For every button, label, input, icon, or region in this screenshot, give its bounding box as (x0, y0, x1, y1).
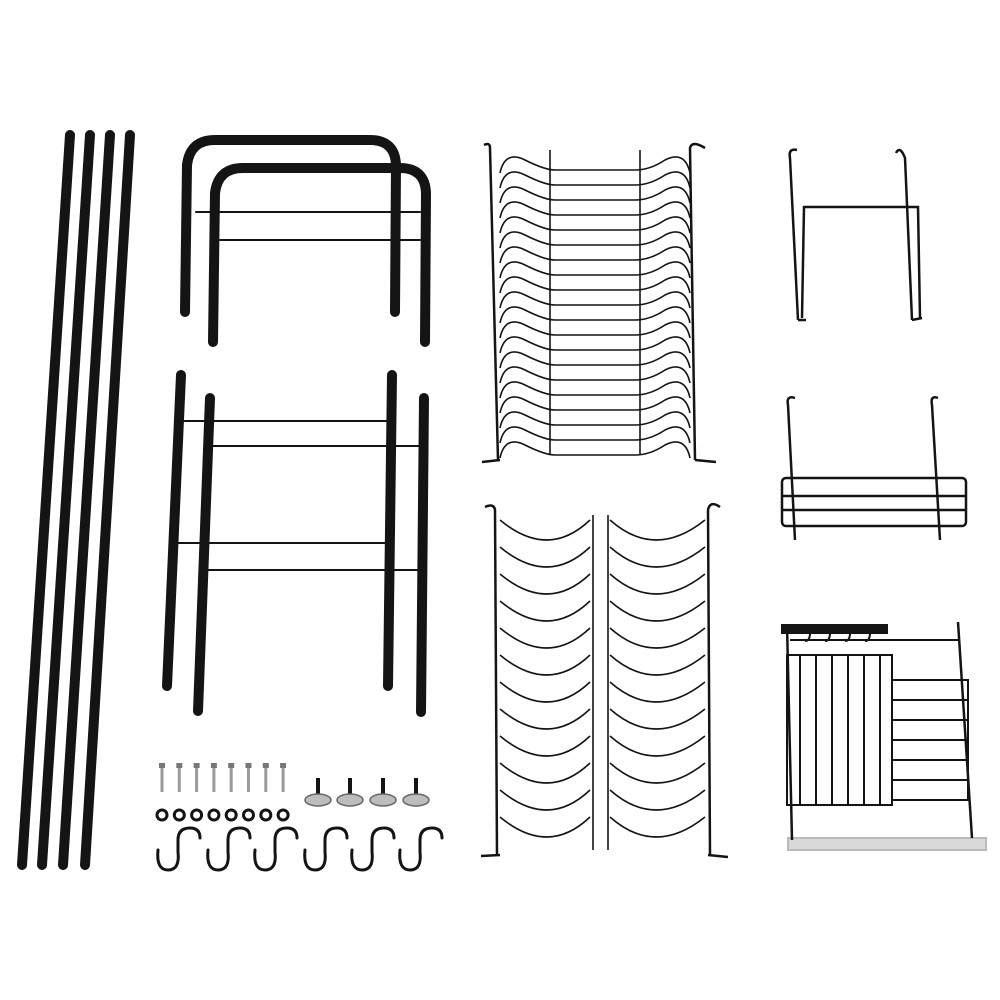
plate-rack-wire (499, 186, 691, 204)
u-frame-back (180, 135, 402, 317)
s-hook (303, 826, 349, 872)
leveling-foot (304, 793, 332, 807)
plate-rack-wire (499, 231, 691, 249)
plate-rack-wire (499, 681, 706, 703)
washer (242, 808, 255, 822)
rack-side-hook (481, 142, 501, 464)
plate-rack-wire (499, 336, 691, 354)
plate-rack-wire (499, 156, 691, 174)
rack-side-hook (688, 142, 717, 464)
plate-rack-wire (499, 276, 691, 294)
leveling-foot (369, 793, 397, 807)
utensil-hook (804, 632, 811, 642)
plate-rack-wire (499, 519, 706, 541)
washer (276, 808, 290, 822)
cup-hanger (788, 148, 923, 322)
plate-rack-wire (499, 654, 706, 676)
screw-head (159, 763, 165, 768)
plate-rack-wire (499, 381, 691, 399)
long-poles (17, 130, 135, 870)
utensil-holder (781, 621, 987, 851)
screw-head (245, 763, 252, 768)
s-hook (398, 826, 444, 872)
cutlery-basket (786, 654, 893, 806)
h-frame-post (383, 370, 397, 691)
plate-rack-wire (499, 396, 691, 414)
basket-hook (930, 396, 942, 541)
utensil-hook (844, 632, 851, 642)
u-frames (180, 135, 432, 347)
plate-rack-wire (499, 735, 706, 757)
utensil-hook (864, 632, 871, 642)
plate-rack-wire (499, 789, 706, 811)
leveling-foot (402, 793, 430, 807)
screw-head (280, 763, 287, 768)
washer (172, 808, 186, 822)
washer (207, 808, 221, 822)
screw-head (193, 763, 200, 768)
drip-tray (787, 837, 987, 851)
utensil-frame-post (956, 621, 974, 839)
hardware (155, 763, 444, 872)
screw-head (228, 763, 235, 768)
hanging-basket (780, 396, 968, 541)
plate-rack-wire (499, 573, 706, 595)
leveling-foot (336, 793, 364, 807)
plate-rack-wire (499, 201, 691, 219)
plate-rack-wire (499, 216, 691, 234)
u-frame-front (208, 163, 432, 347)
basket-body (780, 476, 968, 528)
rack-side-hook (480, 504, 501, 858)
cup-hanger-arm (788, 148, 806, 322)
plate-rack-wire (499, 411, 691, 429)
plate-rack-wire (499, 306, 691, 324)
plate-rack-wire (499, 261, 691, 279)
plate-rack-upper (481, 142, 717, 464)
washer (155, 808, 169, 822)
s-hook (253, 826, 299, 872)
h-frame-post (162, 370, 186, 691)
h-frame-post (416, 393, 429, 717)
cup-hanger-arm (894, 148, 923, 322)
plate-rack-wire (499, 600, 706, 622)
knife-rack (781, 624, 888, 634)
washer (259, 808, 273, 822)
screw-head (210, 763, 217, 768)
s-hook (350, 826, 396, 872)
long-pole (17, 130, 75, 870)
cup-hanger-bar (800, 205, 922, 319)
plate-rack-wire (499, 441, 691, 459)
plate-rack-wire (499, 546, 706, 568)
basket-hook (786, 396, 797, 541)
long-pole (58, 130, 115, 870)
plate-rack-wire (499, 366, 691, 384)
plate-rack-wire (499, 816, 706, 838)
plate-rack-wire (499, 627, 706, 649)
plate-rack-wire (499, 708, 706, 730)
plate-rack-wire (499, 321, 691, 339)
screw-head (262, 763, 269, 768)
long-pole (37, 130, 95, 870)
screw-head (176, 763, 183, 768)
plate-rack-wire (499, 426, 691, 444)
plate-rack-lower (480, 502, 729, 859)
plate-rack-wire (499, 762, 706, 784)
washer (224, 808, 238, 822)
plate-rack-wire (499, 171, 691, 189)
h-frame-post (193, 393, 215, 716)
s-hook (156, 826, 202, 872)
plate-rack-wire (499, 246, 691, 264)
plate-rack-wire (499, 291, 691, 309)
long-pole (80, 130, 135, 870)
s-hook (206, 826, 252, 872)
washer (190, 808, 204, 822)
utensil-hook (824, 632, 831, 642)
plate-rack-wire (499, 351, 691, 369)
rack-side-hook (706, 502, 729, 859)
h-frames (162, 370, 429, 717)
